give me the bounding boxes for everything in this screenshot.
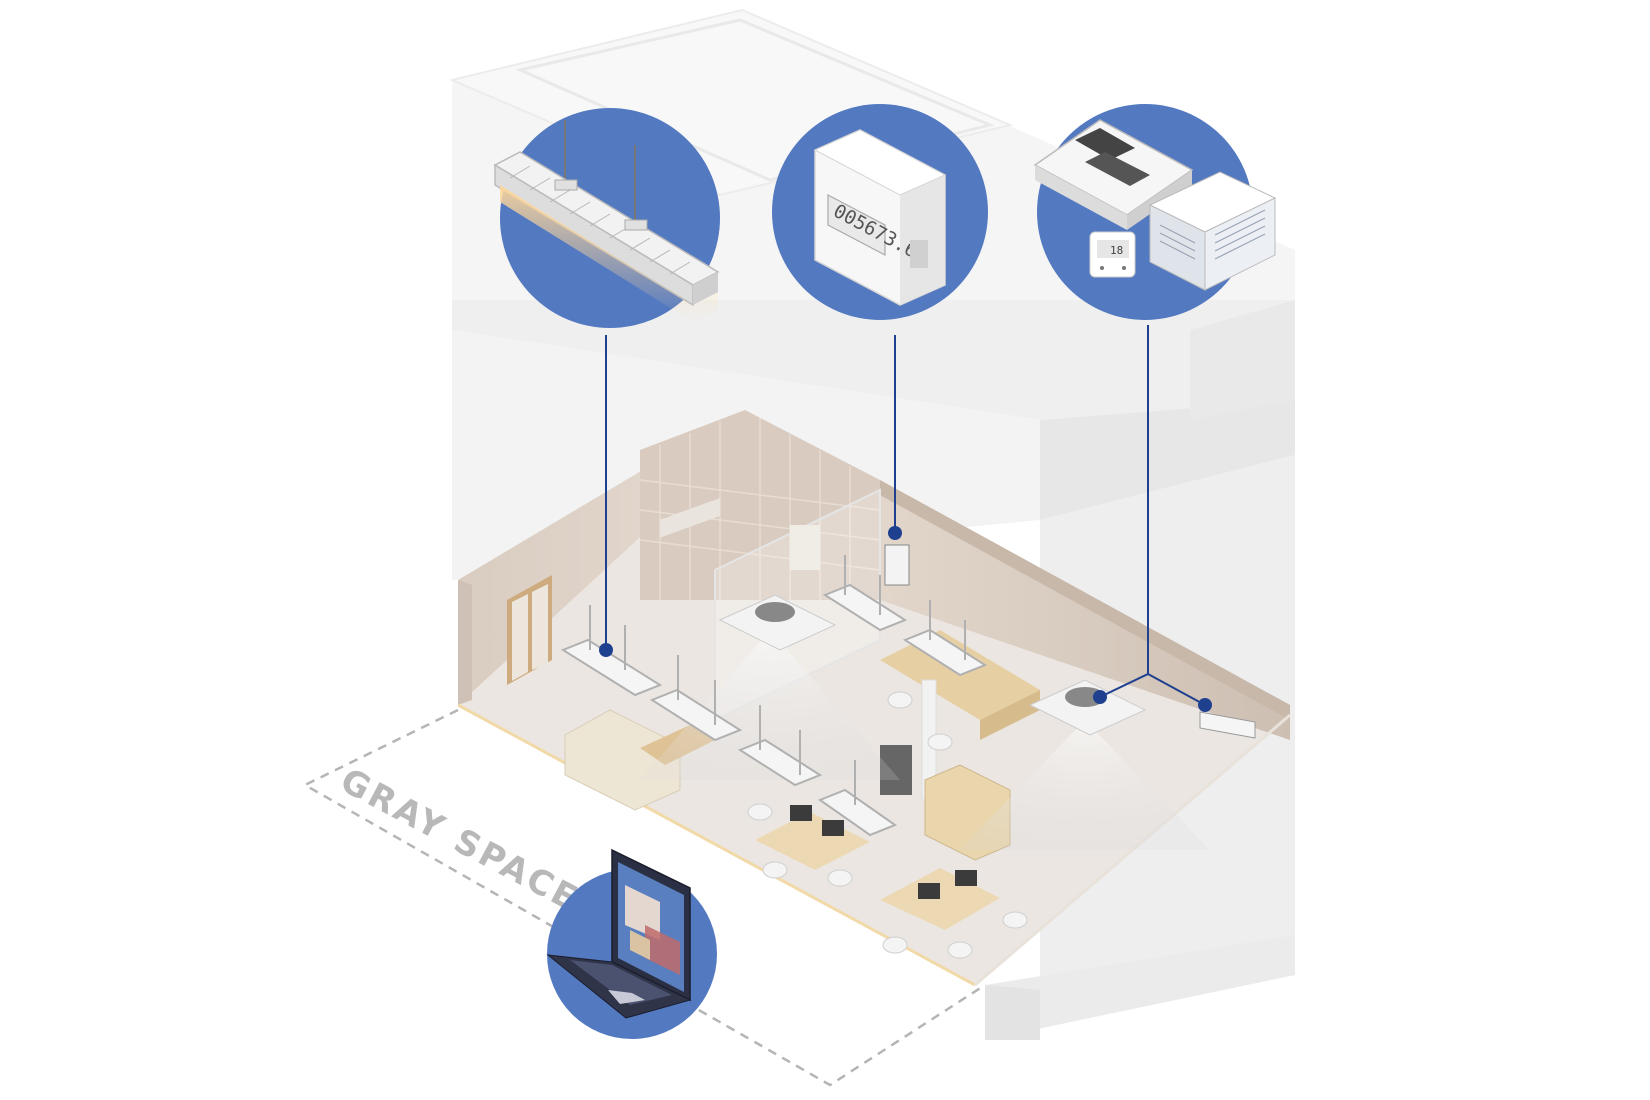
callout-light-fixture xyxy=(493,108,720,328)
gray-space-label: GRAY SPACE xyxy=(334,761,586,920)
connector-lines xyxy=(605,325,1206,706)
meter-marker xyxy=(888,526,902,540)
callout-laptop xyxy=(546,848,717,1039)
linear-light-fixture-icon xyxy=(493,120,720,322)
room-light-fixtures xyxy=(560,555,988,837)
energy-meter-icon: 005673.67 xyxy=(813,129,947,306)
laptop-dashboard-icon xyxy=(546,848,692,1019)
hvac-units-icon: 18 xyxy=(1033,119,1277,291)
entry-door xyxy=(507,575,552,685)
cassette-marker xyxy=(1093,690,1107,704)
light-fixture-marker xyxy=(599,643,613,657)
ceiling-hvac-cassettes xyxy=(640,594,1210,850)
callout-energy-meter: 005673.67 xyxy=(772,104,988,320)
electrical-panel xyxy=(884,544,910,586)
wall-ac-marker xyxy=(1198,698,1212,712)
connector-dots xyxy=(599,526,1212,712)
callout-hvac-units: 18 xyxy=(1033,104,1277,320)
wall-ac-unit xyxy=(1199,711,1256,739)
thermostat-reading: 18 xyxy=(1110,244,1123,257)
